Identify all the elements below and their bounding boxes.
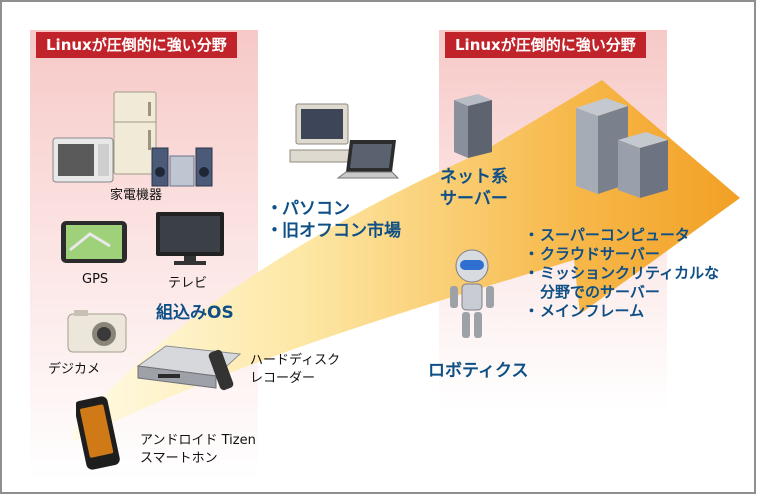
hdd-recorder-label: ハードディスク レコーダー [250,352,340,388]
server-list-item-continued: 分野でのサーバー [528,283,719,302]
robot-icon [450,249,494,338]
hdd-recorder-label-line2: レコーダー [250,371,316,386]
remote-icon [208,349,234,391]
gps-label: GPS [82,272,109,287]
microwave-icon [52,137,114,183]
server-list-item: メインフレーム [524,302,719,321]
smartphone-label: アンドロイド Tizen スマートホン [140,432,256,468]
gps-icon [61,221,127,263]
tv-label: テレビ [168,276,208,291]
desktop-pc-icon [289,103,357,163]
embedded-os-label: 組込みOS [156,303,234,323]
tv-icon [156,212,224,265]
server-list-item: クラウドサーバー [524,245,719,264]
supercomputer-icon [576,98,668,198]
pc-list-item: パソコン [266,198,401,220]
laptop-icon [336,140,400,179]
server-list-item: ミッションクリティカルな [524,264,719,283]
net-server-line1: ネット系 [440,167,508,187]
camera-label: デジカメ [48,362,101,377]
pc-market-list: パソコン 旧オフコン市場 [266,198,401,242]
smartphone-label-line1: アンドロイド Tizen [140,433,256,448]
net-server-line2: サーバー [440,189,508,209]
appliances-label: 家電機器 [110,188,163,203]
hdd-recorder-label-line1: ハードディスク [250,353,341,368]
server-domain-list: スーパーコンピュータ クラウドサーバー ミッションクリティカルな 分野でのサーバ… [524,226,719,321]
camera-icon [67,310,127,353]
net-server-label: ネット系 サーバー [440,166,508,210]
robotics-label: ロボティクス [428,361,529,381]
smartphone-label-line2: スマートホン [140,451,218,466]
smartphone-icon [76,396,120,470]
server-tower-icon [454,94,492,158]
pc-list-item: 旧オフコン市場 [266,220,401,242]
stereo-icon [151,147,213,187]
right-banner: Linuxが圧倒的に強い分野 [445,32,646,58]
left-banner: Linuxが圧倒的に強い分野 [36,32,237,58]
refrigerator-icon [113,91,157,175]
server-list-item-continued-text: 分野でのサーバー [540,283,660,301]
server-list-item: スーパーコンピュータ [524,226,719,245]
